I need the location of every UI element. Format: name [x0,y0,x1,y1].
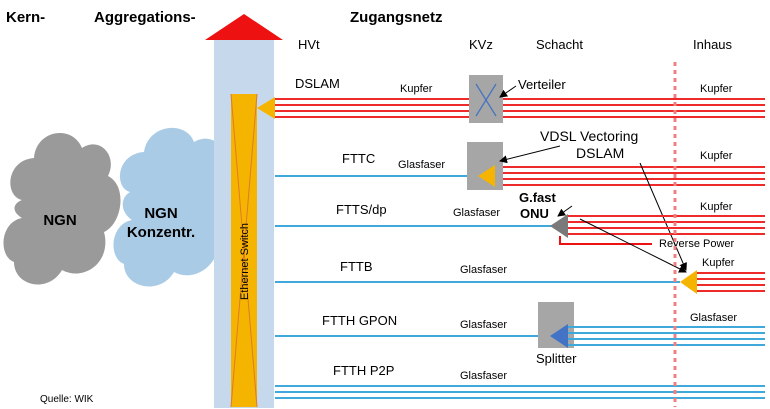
row-ftth-gpon: FTTH GPON Glasfaser Glasfaser Splitter [275,302,765,366]
label-vdsl-2: DSLAM [576,145,624,161]
label-verteiler: Verteiler [518,77,566,92]
column-inhaus: Inhaus [693,37,733,52]
dslam-node [257,97,275,119]
row-ftth-p2p: FTTH P2P Glasfaser [275,363,765,399]
medium-dslam-left: Kupfer [400,83,433,95]
column-kvz: KVz [469,37,493,52]
header-aggregation: Aggregations- [94,9,196,26]
source-note: Quelle: WIK [40,394,94,405]
gfast-onu-node [550,214,568,238]
row-fttb: FTTB Glasfaser Kupfer [275,257,765,294]
ngn-konzentr-cloud: NGN Konzentr. [113,127,234,287]
ethernet-switch-label: Ethernet Switch [239,223,251,300]
upward-arrow-head [205,14,283,40]
splitter-box [538,302,574,348]
medium-gpon-right: Glasfaser [690,312,737,324]
tech-fttb: FTTB [340,259,373,274]
fttc-node [478,165,495,187]
header-core: Kern- [6,9,45,26]
row-dslam: DSLAM Kupfer Kupfer Verteiler [257,75,765,123]
column-hvt: HVt [298,37,320,52]
reverse-power-feed [559,236,652,245]
medium-dslam-right: Kupfer [700,83,733,95]
ngn-label: NGN [43,212,76,229]
column-schacht: Schacht [536,37,583,52]
tech-ftth-gpon: FTTH GPON [322,313,397,328]
tech-fttc: FTTC [342,151,375,166]
medium-gpon-left: Glasfaser [460,319,507,331]
medium-p2p-left: Glasfaser [460,370,507,382]
fttb-node [680,270,697,294]
header-access: Zugangsnetz [350,9,443,26]
row-fttc: FTTC Glasfaser Kupfer VDSL Vectoring DSL… [275,128,765,271]
label-reverse-power: Reverse Power [659,238,735,250]
label-splitter: Splitter [536,351,577,366]
medium-ftts-left: Glasfaser [453,207,500,219]
row-ftts: FTTS/dp Glasfaser Kupfer G.fast ONU Reve… [275,190,765,273]
ngn-cloud: NGN [3,133,121,285]
medium-ftts-right: Kupfer [700,201,733,213]
label-vdsl-1: VDSL Vectoring [540,128,638,144]
tech-dslam: DSLAM [295,76,340,91]
ngn-konzentr-label-1: NGN [144,205,177,222]
medium-fttb-left: Glasfaser [460,264,507,276]
medium-fttc-left: Glasfaser [398,159,445,171]
label-onu: ONU [520,206,549,221]
ethernet-switch: Ethernet Switch [230,93,258,408]
medium-fttc-right: Kupfer [700,150,733,162]
tech-ftth-p2p: FTTH P2P [333,363,394,378]
ngn-konzentr-label-2: Konzentr. [127,224,195,241]
fttc-cabinet-box [467,142,503,190]
label-gfast: G.fast [519,190,557,205]
splitter-node [550,324,568,348]
medium-fttb-right: Kupfer [702,257,735,269]
tech-ftts: FTTS/dp [336,202,387,217]
